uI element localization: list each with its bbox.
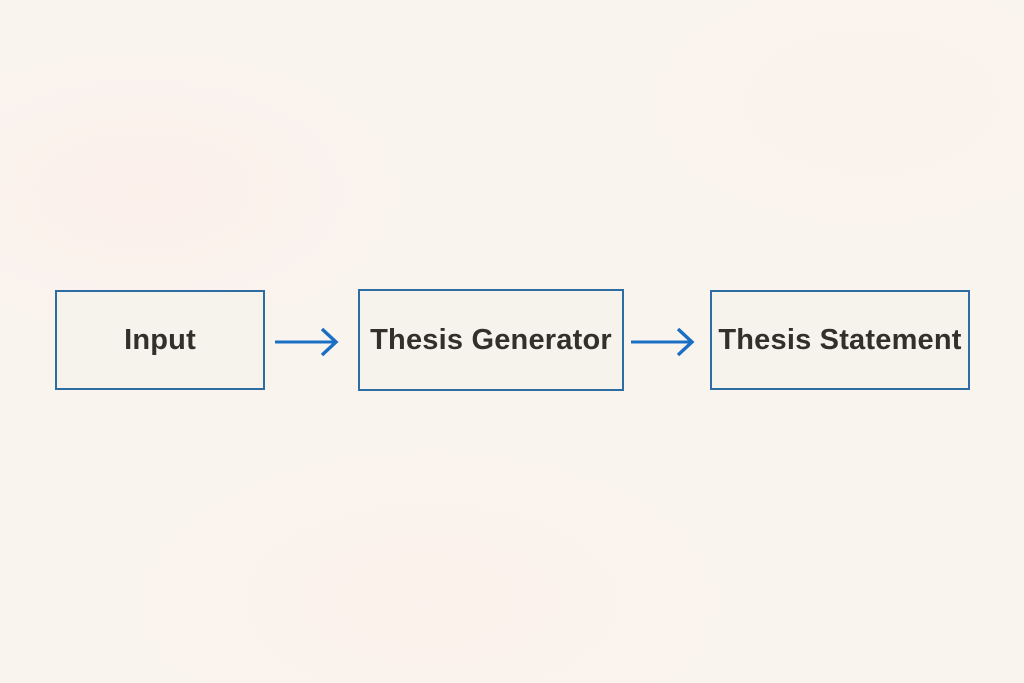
flow-node-thesis-statement: Thesis Statement [710,290,970,390]
node-label-thesis-statement: Thesis Statement [718,323,962,356]
flow-node-thesis-generator: Thesis Generator [358,289,624,391]
flow-node-input: Input [55,290,265,390]
arrow-right-icon [631,327,695,357]
node-label-input: Input [124,323,196,356]
arrow-right-icon [275,327,339,357]
node-label-thesis-generator: Thesis Generator [370,323,612,356]
